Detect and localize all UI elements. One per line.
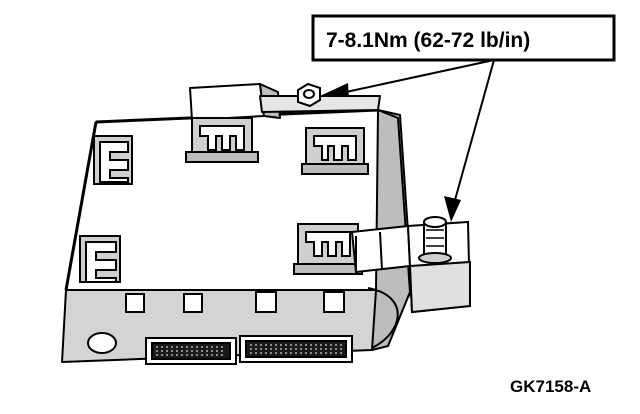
side-wire — [367, 287, 399, 349]
torque-spec-label: 7-8.1Nm (62-72 lb/in) — [326, 29, 530, 52]
mounting-hole — [87, 332, 117, 354]
clip-top-right — [301, 127, 369, 175]
figure-id-label: GK7158-A — [510, 377, 591, 396]
mounting-bracket — [350, 220, 472, 314]
mounting-nut — [297, 82, 321, 108]
callout-box — [311, 14, 616, 62]
clip-bottom-right — [293, 223, 363, 275]
leader-line-to-stud — [444, 59, 495, 222]
clip-rear-center — [185, 117, 259, 163]
rear-mounting-tab — [189, 83, 265, 121]
leader-line-to-nut — [322, 59, 495, 100]
mounting-stud — [418, 216, 452, 264]
clip-top-left — [93, 135, 133, 185]
connector-right — [239, 335, 353, 363]
snap-clips — [79, 117, 369, 283]
clip-bottom-left — [79, 235, 121, 283]
torque-callout: 7-8.1Nm (62-72 lb/in) — [311, 14, 616, 62]
front-edge-tabs — [125, 291, 345, 313]
connector-left — [145, 337, 237, 365]
